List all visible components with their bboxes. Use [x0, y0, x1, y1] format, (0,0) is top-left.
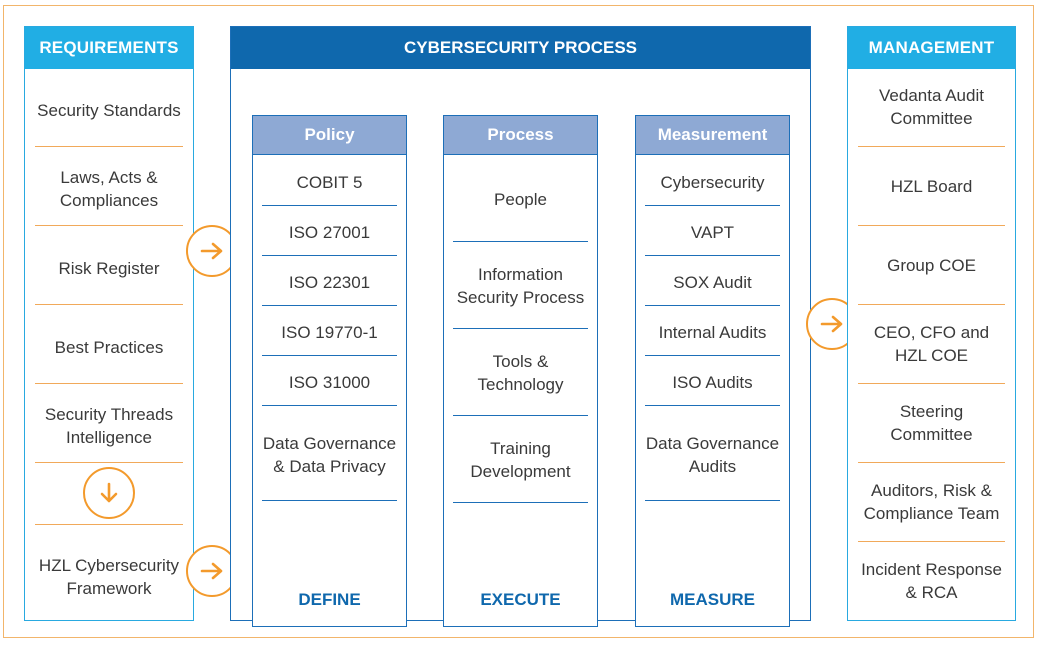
- measurement-header: Measurement: [636, 116, 789, 155]
- divider: [453, 241, 588, 242]
- requirement-item: Security Threads Intelligence: [44, 405, 174, 447]
- measure-label: MEASURE: [669, 590, 755, 609]
- divider: [858, 304, 1005, 305]
- policy-item: ISO 22301: [288, 272, 371, 292]
- divider: [35, 462, 183, 463]
- divider: [858, 541, 1005, 542]
- policy-item: COBIT 5: [296, 172, 363, 192]
- divider: [453, 502, 588, 503]
- measurement-item: Data Governance Audits: [645, 434, 780, 476]
- divider: [35, 146, 183, 147]
- divider: [858, 146, 1005, 147]
- divider: [858, 462, 1005, 463]
- management-column: MANAGEMENT Vedanta Audit Committee HZL B…: [847, 26, 1016, 621]
- policy-item: ISO 31000: [288, 372, 371, 392]
- execute-label: EXECUTE: [480, 590, 561, 609]
- divider: [262, 500, 397, 501]
- divider: [645, 405, 780, 406]
- divider: [35, 304, 183, 305]
- divider: [645, 255, 780, 256]
- divider: [262, 255, 397, 256]
- divider: [858, 225, 1005, 226]
- divider: [262, 305, 397, 306]
- process-item: Tools & Technology: [477, 352, 564, 394]
- policy-item: Data Governance & Data Privacy: [262, 434, 397, 476]
- measurement-item: VAPT: [690, 222, 735, 242]
- management-item: Steering Committee: [890, 402, 973, 444]
- divider: [262, 405, 397, 406]
- divider: [645, 305, 780, 306]
- measurement-item: SOX Audit: [673, 272, 752, 292]
- process-item: Training Development: [470, 439, 571, 481]
- outer-frame: [3, 5, 1034, 638]
- management-item: Vedanta Audit Committee: [879, 86, 984, 128]
- requirement-item: HZL Cybersecurity Framework: [38, 556, 180, 598]
- requirement-item: Laws, Acts & Compliances: [59, 168, 159, 210]
- divider: [35, 383, 183, 384]
- process-item: Information Security Process: [456, 265, 585, 307]
- divider: [453, 415, 588, 416]
- policy-item: ISO 19770-1: [281, 322, 378, 342]
- management-item: HZL Board: [890, 176, 973, 196]
- divider: [858, 383, 1005, 384]
- management-item: Incident Response & RCA: [861, 560, 1002, 602]
- arrow-down-icon: [83, 467, 135, 519]
- requirement-item: Best Practices: [54, 337, 164, 357]
- management-header: MANAGEMENT: [848, 27, 1015, 69]
- measurement-item: ISO Audits: [672, 372, 753, 392]
- divider: [453, 328, 588, 329]
- divider: [645, 205, 780, 206]
- requirement-item: Security Standards: [37, 100, 181, 120]
- requirement-item: Risk Register: [58, 258, 160, 278]
- process-column: Process People Information Security Proc…: [443, 115, 598, 627]
- requirements-header: REQUIREMENTS: [25, 27, 193, 69]
- define-label: DEFINE: [298, 590, 361, 609]
- management-item: Group COE: [887, 255, 976, 275]
- management-item: Auditors, Risk & Compliance Team: [863, 481, 1000, 523]
- cybersecurity-process-panel: CYBERSECURITY PROCESS Policy COBIT 5 ISO…: [230, 26, 811, 627]
- policy-header: Policy: [253, 116, 406, 155]
- divider: [645, 355, 780, 356]
- divider: [35, 225, 183, 226]
- process-subheader: Process: [444, 116, 597, 155]
- measurement-item: Internal Audits: [658, 322, 767, 342]
- arrow-right-icon: [186, 225, 238, 277]
- policy-column: Policy COBIT 5 ISO 27001 ISO 22301 ISO 1…: [252, 115, 407, 627]
- divider: [262, 355, 397, 356]
- process-header: CYBERSECURITY PROCESS: [231, 27, 810, 69]
- measurement-column: Measurement Cybersecurity VAPT SOX Audit…: [635, 115, 790, 627]
- process-item: People: [494, 189, 547, 209]
- divider: [35, 524, 183, 525]
- requirements-column: REQUIREMENTS Security Standards Laws, Ac…: [24, 26, 194, 621]
- management-item: CEO, CFO and HZL COE: [873, 323, 990, 365]
- divider: [645, 500, 780, 501]
- policy-item: ISO 27001: [288, 222, 371, 242]
- divider: [262, 205, 397, 206]
- measurement-item: Cybersecurity: [660, 172, 765, 192]
